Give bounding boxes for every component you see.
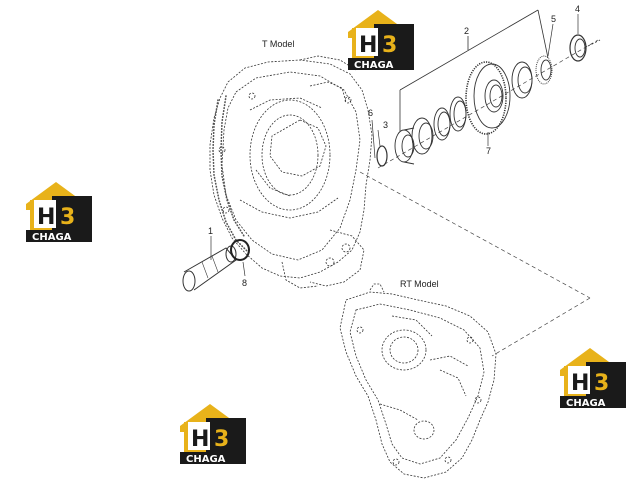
t-model-flange-dots	[212, 95, 251, 255]
svg-text:CHAGA: CHAGA	[354, 60, 394, 71]
svg-text:CHAGA: CHAGA	[186, 454, 226, 465]
svg-text:H: H	[37, 205, 55, 230]
callout-6: 6	[368, 108, 373, 118]
bearing-cone-5	[535, 55, 553, 85]
rt-model-housing	[339, 283, 497, 479]
callout-2-bracket	[399, 9, 549, 132]
t-model-label: T Model	[262, 39, 294, 49]
callout-1: 1	[208, 226, 213, 236]
svg-text:CHAGA: CHAGA	[32, 232, 72, 243]
callout-3: 3	[383, 120, 388, 130]
nut-4	[569, 34, 587, 62]
t-model-housing	[209, 55, 373, 289]
watermark-logo-top: H 3 CHAGA	[348, 10, 414, 71]
svg-text:3: 3	[60, 205, 75, 230]
leader-lines	[210, 14, 579, 277]
svg-text:3: 3	[382, 33, 397, 58]
callout-5: 5	[551, 14, 556, 24]
svg-text:3: 3	[594, 371, 609, 396]
watermark-logo-bottom: H 3 CHAGA	[180, 404, 246, 465]
rt-model-label: RT Model	[400, 279, 439, 289]
watermark-logo-left: H 3 CHAGA	[26, 182, 92, 243]
svg-text:CHAGA: CHAGA	[566, 398, 606, 409]
snap-ring-3	[376, 145, 388, 167]
o-ring-8	[230, 239, 250, 261]
svg-text:H: H	[571, 371, 589, 396]
gear-stack	[376, 34, 601, 167]
watermark-logo-right: H 3 CHAGA	[560, 348, 626, 409]
callout-2: 2	[464, 26, 469, 36]
svg-text:H: H	[191, 427, 209, 452]
shaft-1	[182, 245, 237, 292]
svg-text:3: 3	[214, 427, 229, 452]
callout-7: 7	[486, 146, 491, 156]
svg-text:H: H	[359, 33, 377, 58]
callout-4: 4	[575, 4, 580, 14]
gear-7	[465, 61, 511, 135]
assembly-lines	[359, 39, 599, 357]
callout-8: 8	[242, 278, 247, 288]
